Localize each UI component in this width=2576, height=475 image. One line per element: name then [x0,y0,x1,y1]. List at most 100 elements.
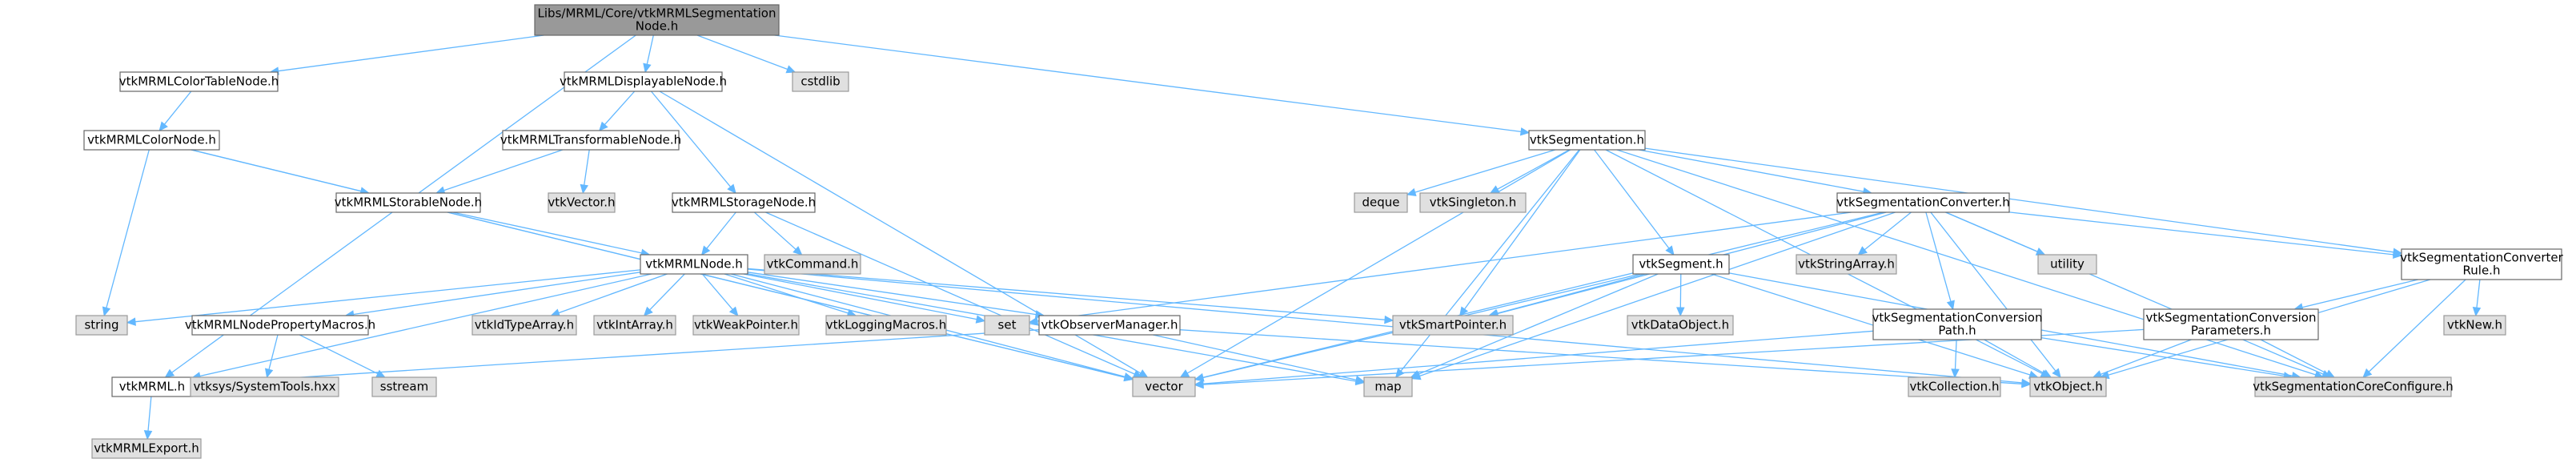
arrowhead-icon [2325,369,2336,378]
node-colortable[interactable]: vtkMRMLColorTableNode.h [119,71,279,92]
arrowhead-icon [580,183,589,195]
node-label: vtkSegmentationConversion [1872,311,2043,325]
edge-segmentation-to-map [1394,149,1580,378]
node-storable[interactable]: vtkMRMLStorableNode.h [335,192,482,213]
edge-transformable-to-vtkvector [580,149,590,195]
edge-line [765,211,1135,375]
node-map: map [1363,376,1413,397]
node-label: utility [2050,257,2084,272]
node-observer[interactable]: vtkObserverManager.h [1038,315,1181,336]
edge-line [2301,279,2418,308]
edge-mrmlnode-to-set [743,273,986,324]
edge-line [1497,149,1570,190]
edge-line [724,273,849,314]
edge-root-to-displayable [643,34,654,74]
edge-convpath-to-coreconfigure [2040,336,2293,380]
arrowhead-icon [2052,368,2061,378]
edge-convpath-to-object [1984,339,2052,378]
node-label: vtkMRMLTransformableNode.h [500,133,681,147]
node-box [1354,192,1408,213]
edge-segmentation-to-rule [1644,147,2403,256]
arrowhead-icon [1354,375,1366,384]
node-propmacros[interactable]: vtkMRMLNodePropertyMacros.h [185,315,375,336]
node-colornode[interactable]: vtkMRMLColorNode.h [83,130,220,151]
edge-line [747,268,1386,320]
node-segment[interactable]: vtkSegment.h [1632,254,1730,275]
edge-mrmlnode-to-string [126,269,641,326]
node-systemtools: vtksys/SystemTools.hxx [190,376,339,397]
node-box [75,315,128,336]
node-box [764,254,861,275]
edge-line [1418,273,1659,375]
node-storage[interactable]: vtkMRMLStorageNode.h [672,192,816,213]
edge-segment-to-dataobject [1676,273,1685,317]
node-box [1392,315,1514,336]
edge-observer-to-object [1179,329,2032,388]
edge-colortable-to-colornode [158,91,192,131]
node-displayable[interactable]: vtkMRMLDisplayableNode.h [560,71,727,92]
node-box [534,4,780,36]
edge-root-to-cstdlib [696,34,796,74]
edge-line [1984,339,2044,374]
node-label: vtkDataObject.h [1631,318,1729,332]
node-box [593,315,676,336]
node-transformable[interactable]: vtkMRMLTransformableNode.h [500,130,681,151]
edge-propmacros-to-systemtools [264,334,279,379]
edge-line [706,211,736,249]
node-box [371,376,437,397]
arrowhead-icon [727,183,736,194]
node-vtkmrml[interactable]: vtkMRML.h [111,376,193,397]
node-coreconfigure: vtkSegmentationCoreConfigure.h [2253,376,2454,397]
arrowhead-icon [700,245,711,256]
edge-line [1414,149,1556,193]
edge-line [651,91,732,187]
edge-rule-to-convparams [2293,279,2418,312]
node-layer: Libs/MRML/Core/vtkMRMLSegmentationNode.h… [75,4,2564,459]
edge-line [1037,211,1852,322]
node-label: vtkSegmentationConverter [2400,251,2563,265]
edge-line [1419,211,1896,377]
arrowhead-icon [2393,250,2403,260]
node-vtknew: vtkNew.h [2443,315,2506,336]
edge-line [558,273,668,314]
node-label: vtkMRMLStorageNode.h [672,195,816,210]
node-segmentation[interactable]: vtkSegmentation.h [1528,130,1646,151]
node-label: vtkSegmentationConversion [2146,311,2317,325]
node-label: vtkLoggingMacros.h [826,318,946,332]
node-box [1419,192,1527,213]
arrowhead-icon [1194,373,1205,382]
edge-mrmlnode-to-weakpointer [701,273,739,316]
arrowhead-icon [598,121,608,131]
arrowhead-icon [1384,315,1394,324]
edge-line [696,34,788,70]
arrowhead-icon [102,306,111,317]
arrowhead-icon [164,368,175,378]
node-label: vtkMRMLNodePropertyMacros.h [185,318,375,332]
edge-line [443,149,564,191]
node-object: vtkObject.h [2029,376,2107,397]
edge-storage-to-command [753,211,803,256]
node-label: vector [1145,380,1183,394]
node-box [792,71,849,92]
edge-line [278,34,544,72]
edge-line [2476,279,2481,308]
node-label: vtkMRMLColorNode.h [87,133,216,147]
node-label: vtkMRMLColorTableNode.h [119,74,279,89]
node-mrmlnode[interactable]: vtkMRMLNode.h [640,254,748,275]
node-loggingmacros: vtkLoggingMacros.h [825,315,947,336]
edge-line [584,149,590,186]
node-box [502,130,680,151]
arrowhead-icon [1519,127,1531,136]
node-label: vtksys/SystemTools.hxx [194,380,336,394]
edge-line [1711,273,2031,376]
edge-line [134,269,641,323]
edge-storable-to-mrmlnode [452,211,651,257]
node-box [1632,254,1730,275]
node-label: set [998,318,1017,332]
edge-segmentation-to-deque [1406,149,1556,196]
node-converter[interactable]: vtkSegmentationConverter.h [1836,192,2010,213]
